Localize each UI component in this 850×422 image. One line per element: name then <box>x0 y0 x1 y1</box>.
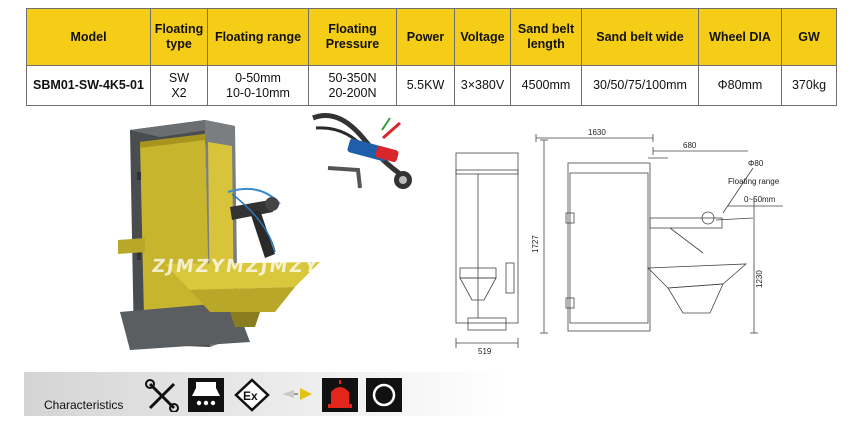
characteristics-label: Characteristics <box>44 398 124 412</box>
cell-model: SBM01-SW-4K5-01 <box>26 65 151 106</box>
header-belt-length: Sand belt length <box>510 8 582 66</box>
table-header-row: Model Floating type Floating range Float… <box>26 8 837 66</box>
spec-table: Model Floating type Floating range Float… <box>26 8 837 106</box>
cell-gw: 370kg <box>781 65 837 106</box>
warning-light-icon <box>322 378 358 412</box>
dim-wheel: Φ80 <box>748 159 764 168</box>
characteristics-bar: Characteristics Ex <box>24 372 830 416</box>
cell-belt-wide: 30/50/75/100mm <box>581 65 699 106</box>
header-belt-wide: Sand belt wide <box>581 8 699 66</box>
header-floating-type: Floating type <box>150 8 208 66</box>
belt-direction-icon <box>282 388 312 400</box>
watermark: ZJMZYMZJMZYMZJMZYM <box>150 256 435 277</box>
header-floating-pressure: Floating Pressure <box>308 8 397 66</box>
dim-height: 1727 <box>531 235 540 253</box>
header-model: Model <box>26 8 151 66</box>
cell-power: 5.5KW <box>396 65 455 106</box>
dim-width: 1630 <box>588 128 606 137</box>
header-wheel-dia: Wheel DIA <box>698 8 782 66</box>
table-row: SBM01-SW-4K5-01 SW X2 0-50mm 10-0-10mm 5… <box>26 65 837 106</box>
floating-range-label: Floating range <box>728 177 780 186</box>
emergency-stop-icon <box>366 378 402 412</box>
header-floating-range: Floating range <box>207 8 309 66</box>
machine-render <box>118 120 320 350</box>
cell-floating-range: 0-50mm 10-0-10mm <box>207 65 309 106</box>
explosion-proof-icon: Ex <box>234 378 270 412</box>
floating-range-value: 0~50mm <box>744 195 776 204</box>
dust-extraction-icon <box>188 378 224 412</box>
dim-arm: 680 <box>683 141 697 150</box>
svg-text:Ex: Ex <box>243 389 258 403</box>
header-gw: GW <box>781 8 837 66</box>
tools-icon <box>145 379 179 412</box>
cell-wheel-dia: Φ80mm <box>698 65 782 106</box>
dim-side-width: 519 <box>478 347 492 356</box>
cell-voltage: 3×380V <box>454 65 511 106</box>
closeup-render <box>312 113 412 189</box>
dim-table-height: 1230 <box>755 270 764 288</box>
cell-floating-type: SW X2 <box>150 65 208 106</box>
cell-floating-pressure: 50-350N 20-200N <box>308 65 397 106</box>
header-power: Power <box>396 8 455 66</box>
technical-drawing: 519 1630 680 1727 1230 Φ80 Floating rang… <box>455 128 783 356</box>
cell-belt-length: 4500mm <box>510 65 582 106</box>
header-voltage: Voltage <box>454 8 511 66</box>
